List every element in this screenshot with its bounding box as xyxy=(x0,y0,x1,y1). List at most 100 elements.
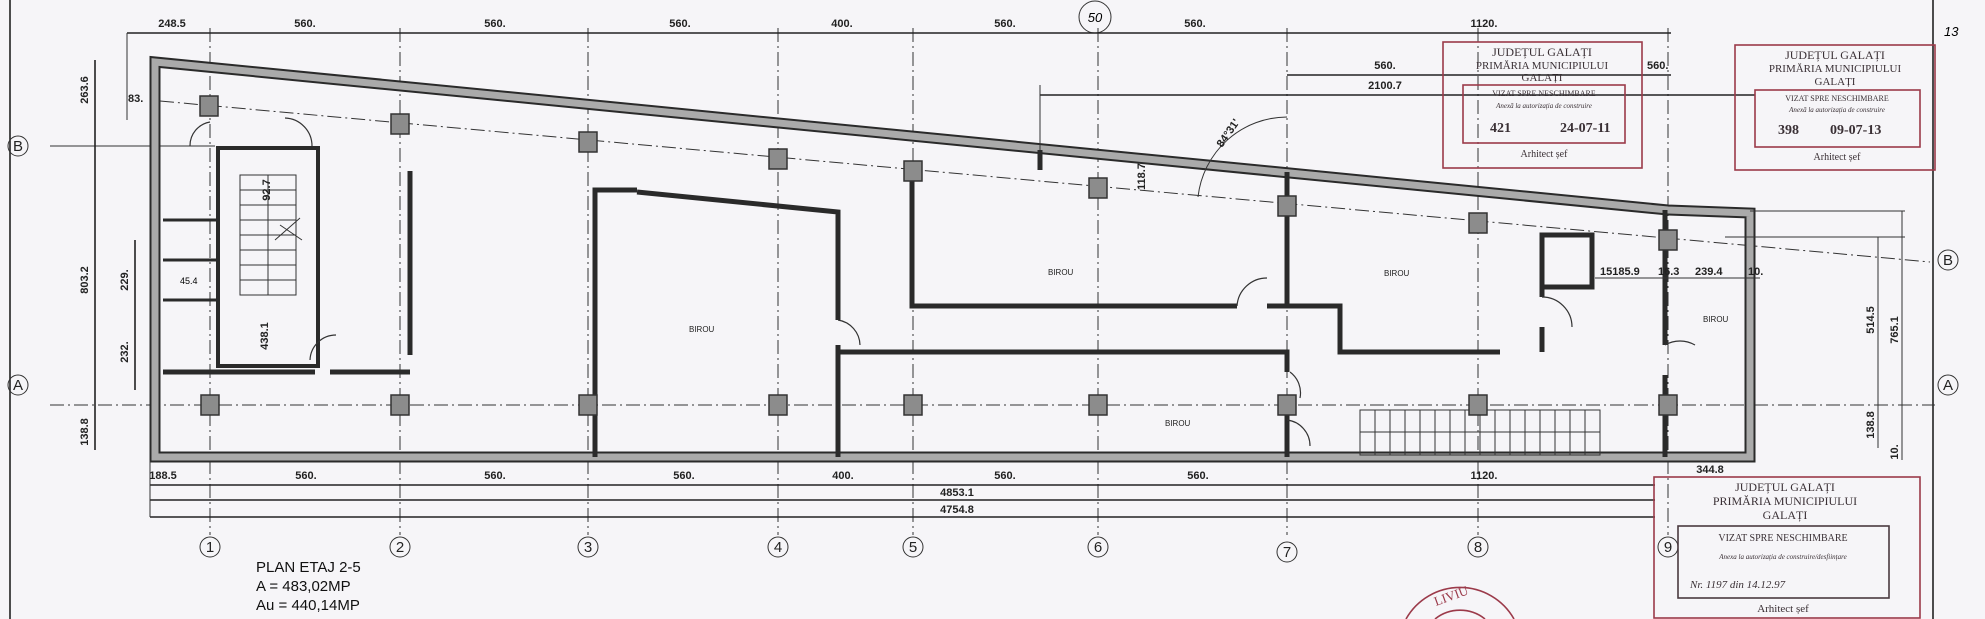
svg-text:JUDEȚUL GALAȚI: JUDEȚUL GALAȚI xyxy=(1785,48,1885,62)
svg-text:B: B xyxy=(13,138,23,155)
corner-mark: 13 xyxy=(1944,24,1959,39)
svg-text:1120.: 1120. xyxy=(1471,18,1498,30)
svg-text:Nr. 1197 din 14.12.97: Nr. 1197 din 14.12.97 xyxy=(1689,579,1786,591)
svg-text:400.: 400. xyxy=(832,470,853,482)
svg-text:45.4: 45.4 xyxy=(180,276,198,286)
svg-text:7: 7 xyxy=(1283,544,1291,561)
bottom-dimension-chain: 188.5 560. 560. 560. 400. 560. 560. 1120… xyxy=(149,460,1724,518)
svg-text:560.: 560. xyxy=(484,18,505,30)
svg-text:1: 1 xyxy=(206,539,214,556)
axis-bubble-8: 8 xyxy=(1467,536,1489,558)
svg-text:LIVIU: LIVIU xyxy=(1432,582,1471,608)
svg-text:560.: 560. xyxy=(1374,60,1395,72)
svg-text:239.4: 239.4 xyxy=(1695,266,1723,278)
axis-bubble-2: 2 xyxy=(389,536,411,558)
svg-text:5: 5 xyxy=(909,539,917,556)
svg-text:560.: 560. xyxy=(994,18,1015,30)
svg-text:344.8: 344.8 xyxy=(1696,464,1724,476)
svg-text:A: A xyxy=(1943,377,1953,394)
round-seal-stamp: LIVIU xyxy=(1405,582,1515,619)
angle-label: 84°31' xyxy=(1215,117,1243,150)
svg-text:4: 4 xyxy=(774,539,782,556)
axis-bubble-6: 6 xyxy=(1087,536,1109,558)
svg-text:4754.8: 4754.8 xyxy=(940,504,974,516)
svg-text:1120.: 1120. xyxy=(1471,470,1498,482)
svg-text:560.: 560. xyxy=(994,470,1015,482)
svg-text:9: 9 xyxy=(1664,539,1672,556)
svg-text:09-07-13: 09-07-13 xyxy=(1830,123,1881,138)
doors xyxy=(189,117,1696,447)
svg-text:438.1: 438.1 xyxy=(259,322,271,350)
svg-text:232.: 232. xyxy=(119,341,131,362)
svg-text:VIZAT SPRE NESCHIMBARE: VIZAT SPRE NESCHIMBARE xyxy=(1785,94,1889,103)
stair-core xyxy=(239,174,303,296)
svg-text:GALAȚI: GALAȚI xyxy=(1815,76,1856,88)
svg-text:GALAȚI: GALAȚI xyxy=(1522,72,1563,84)
svg-text:24-07-11: 24-07-11 xyxy=(1560,121,1611,136)
svg-text:A: A xyxy=(13,377,23,394)
angle-arc xyxy=(1197,116,1288,198)
svg-text:263.6: 263.6 xyxy=(79,76,91,104)
svg-text:560.: 560. xyxy=(1184,18,1205,30)
svg-text:PRIMĂRIA MUNICIPIULUI: PRIMĂRIA MUNICIPIULUI xyxy=(1769,63,1902,75)
svg-text:10.: 10. xyxy=(1889,444,1901,459)
svg-text:Anexă la autorizația de constr: Anexă la autorizația de construire xyxy=(1495,102,1592,110)
svg-text:765.1: 765.1 xyxy=(1889,316,1901,344)
svg-text:398: 398 xyxy=(1778,123,1799,138)
room-label-birou: BIROU xyxy=(1165,419,1191,428)
axis-bubble-3: 3 xyxy=(577,536,599,558)
svg-text:138.8: 138.8 xyxy=(79,418,91,446)
columns xyxy=(199,95,1678,416)
approval-stamp-1: JUDEȚUL GALAȚI PRIMĂRIA MUNICIPIULUI GAL… xyxy=(1442,41,1643,169)
svg-text:92.7: 92.7 xyxy=(261,179,273,200)
svg-text:560.: 560. xyxy=(484,470,505,482)
svg-text:PRIMĂRIA MUNICIPIULUI: PRIMĂRIA MUNICIPIULUI xyxy=(1713,494,1857,508)
usable-area: Au = 440,14MP xyxy=(256,597,360,614)
svg-text:10.: 10. xyxy=(1748,266,1763,278)
svg-text:2: 2 xyxy=(396,539,404,556)
gross-area: A = 483,02MP xyxy=(256,578,351,595)
axis-bubble-a-right: A xyxy=(1937,374,1959,396)
axis-bubble-9: 9 xyxy=(1657,536,1679,558)
svg-text:16.3: 16.3 xyxy=(1658,266,1679,278)
plan-title-block: PLAN ETAJ 2-5 A = 483,02MP Au = 440,14MP xyxy=(256,559,361,614)
svg-text:8: 8 xyxy=(1474,539,1482,556)
svg-text:514.5: 514.5 xyxy=(1865,306,1877,334)
svg-text:15185.9: 15185.9 xyxy=(1600,266,1640,278)
approval-stamp-3: JUDEȚUL GALAȚI PRIMĂRIA MUNICIPIULUI GAL… xyxy=(1653,476,1921,619)
axis-bubbles: 1 2 3 4 5 6 7 8 9 A B A B xyxy=(7,135,1959,563)
svg-text:400.: 400. xyxy=(831,18,852,30)
axis-bubble-5: 5 xyxy=(902,536,924,558)
svg-text:560.: 560. xyxy=(1647,60,1668,72)
svg-text:Arhitect șef: Arhitect șef xyxy=(1814,152,1862,163)
svg-text:188.5: 188.5 xyxy=(149,470,177,482)
svg-text:2100.7: 2100.7 xyxy=(1368,80,1402,92)
svg-text:560.: 560. xyxy=(669,18,690,30)
svg-text:JUDEȚUL GALAȚI: JUDEȚUL GALAȚI xyxy=(1735,480,1835,494)
room-label-birou: BIROU xyxy=(1384,269,1410,278)
plan-title: PLAN ETAJ 2-5 xyxy=(256,559,361,576)
svg-text:Arhitect șef: Arhitect șef xyxy=(1521,149,1569,160)
svg-text:248.5: 248.5 xyxy=(158,18,186,30)
svg-text:VIZAT SPRE NESCHIMBARE: VIZAT SPRE NESCHIMBARE xyxy=(1492,89,1596,98)
svg-text:560.: 560. xyxy=(673,470,694,482)
room-label-birou: BIROU xyxy=(689,325,715,334)
axis-bubble-4: 4 xyxy=(767,536,789,558)
axis-bubble-b-right: B xyxy=(1937,249,1959,271)
svg-text:421: 421 xyxy=(1490,121,1511,136)
svg-text:4853.1: 4853.1 xyxy=(940,487,974,499)
svg-text:PRIMĂRIA MUNICIPIULUI: PRIMĂRIA MUNICIPIULUI xyxy=(1476,60,1609,72)
axis-bubble-7: 7 xyxy=(1276,541,1298,563)
svg-text:JUDEȚUL GALAȚI: JUDEȚUL GALAȚI xyxy=(1492,45,1592,59)
svg-text:560.: 560. xyxy=(1187,470,1208,482)
svg-text:803.2: 803.2 xyxy=(79,266,91,294)
approval-stamp-2: JUDEȚUL GALAȚI PRIMĂRIA MUNICIPIULUI GAL… xyxy=(1734,44,1936,171)
left-dimension-chain: 263.6 803.2 138.8 229. 232. 83. 45.4 92.… xyxy=(79,60,273,450)
svg-text:Anexă la autorizația de constr: Anexă la autorizația de construire xyxy=(1788,106,1885,114)
svg-text:3: 3 xyxy=(584,539,592,556)
stair-flight-right xyxy=(1359,409,1601,456)
svg-text:560.: 560. xyxy=(295,470,316,482)
svg-text:Anexa la autorizația de constr: Anexa la autorizația de construire/desfi… xyxy=(1718,553,1846,561)
wall-offset-label: 118.7 xyxy=(1136,163,1148,190)
